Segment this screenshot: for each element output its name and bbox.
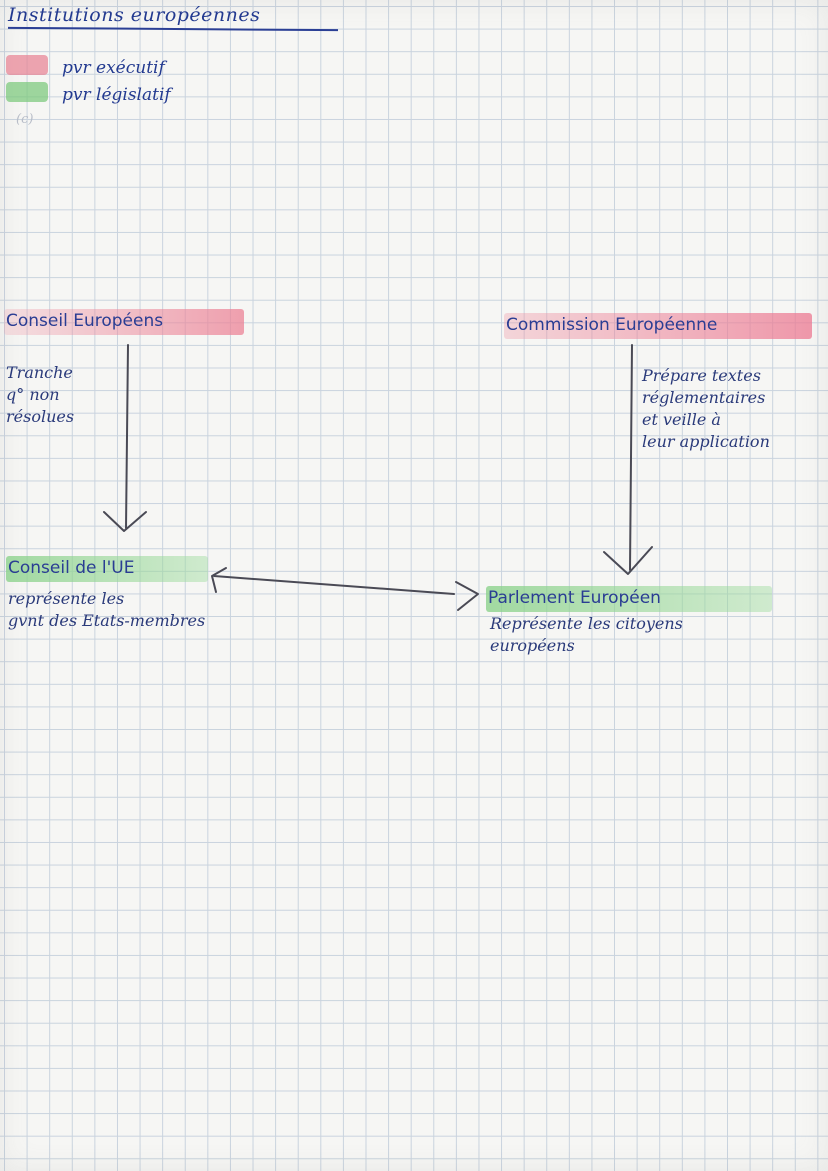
node-conseil-europeen: Conseil Européens [4, 309, 244, 335]
arrow-head [603, 546, 653, 575]
node-desc-conseil-ue: représente les gvnt des Etats-membres [8, 588, 308, 632]
node-label-parlement: Parlement Européen [486, 586, 772, 612]
desc-line: Tranche [6, 363, 73, 382]
node-desc-parlement: Représente les citoyens européens [490, 613, 790, 657]
node-desc-conseil-europeen: Tranche q° non résolues [6, 362, 126, 428]
legend-swatch-executive [6, 55, 48, 75]
page-title: Institutions européennes [8, 4, 261, 26]
node-parlement: Parlement Européen [486, 586, 772, 612]
arrow-shaft [629, 344, 633, 571]
node-conseil-ue: Conseil de l'UE [6, 556, 208, 582]
desc-line: européens [490, 636, 575, 655]
arrow-shaft [125, 344, 129, 529]
legend-swatch-legislative [6, 82, 48, 102]
desc-line: Prépare textes [642, 366, 761, 385]
node-label-conseil-europeen: Conseil Européens [4, 309, 244, 335]
desc-line: représente les [8, 589, 125, 608]
node-desc-commission: Prépare textes réglementaires et veille … [642, 365, 817, 453]
faint-mark: (c) [16, 112, 34, 127]
arrow-head [103, 511, 147, 532]
desc-line: leur application [642, 432, 770, 451]
arrow-commission-to-parlement [603, 344, 653, 575]
legend-label-executive: pvr exécutif [62, 58, 165, 78]
arrow-conseil-europeen-to-conseil-ue [103, 344, 147, 532]
node-label-commission: Commission Européenne [504, 313, 812, 339]
arrow-head-left [211, 567, 227, 593]
arrow-conseil-ue-parlement-bidirectional [211, 567, 479, 611]
arrow-head-right [455, 581, 479, 611]
desc-line: q° non [6, 385, 60, 404]
desc-line: résolues [6, 407, 75, 426]
desc-line: gvnt des Etats-membres [8, 611, 206, 630]
desc-line: et veille à [642, 410, 721, 429]
legend-label-legislative: pvr législatif [62, 85, 171, 105]
node-commission: Commission Européenne [504, 313, 812, 339]
desc-line: réglementaires [642, 388, 766, 407]
desc-line: Représente les citoyens [490, 614, 683, 633]
node-label-conseil-ue: Conseil de l'UE [6, 556, 208, 582]
arrow-shaft [213, 575, 455, 595]
